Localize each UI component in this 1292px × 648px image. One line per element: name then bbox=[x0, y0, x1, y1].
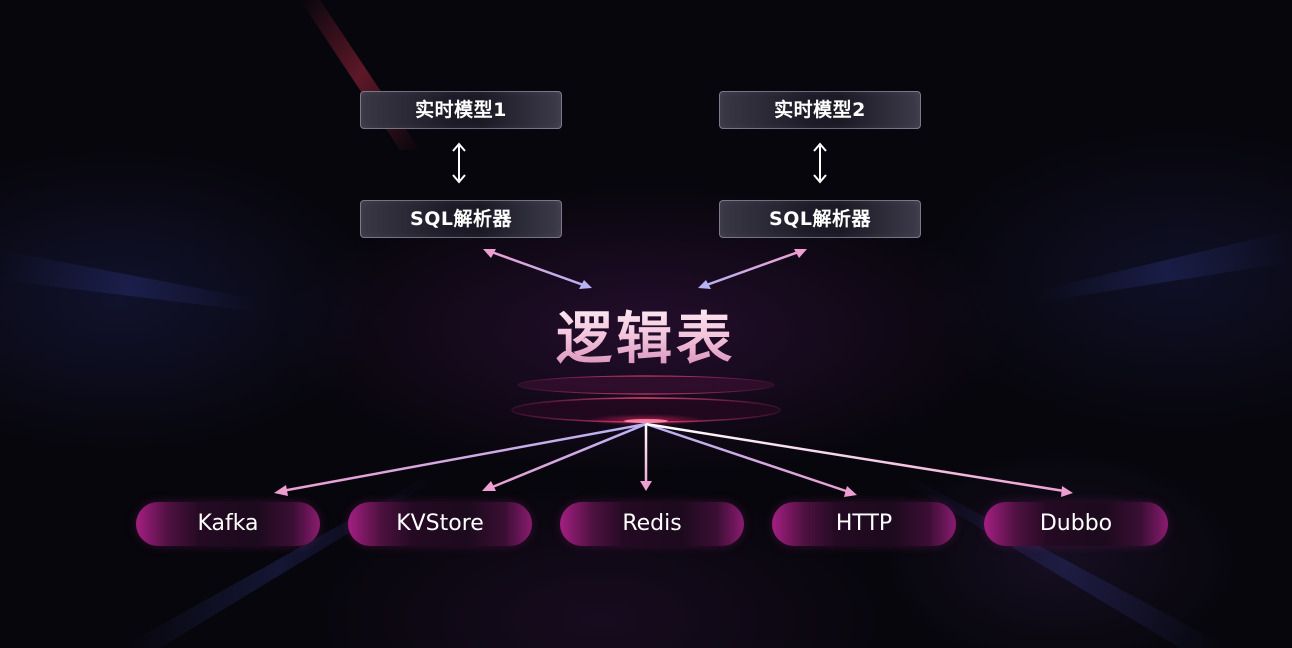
arrow-to-dubbo bbox=[645, 422, 1073, 497]
streak-blue-left bbox=[0, 250, 260, 312]
parser-left-to-table-arrow bbox=[483, 248, 592, 289]
platform-core bbox=[624, 419, 668, 423]
target-http: HTTP bbox=[772, 502, 956, 546]
realtime-model-1-box: 实时模型1 bbox=[360, 91, 562, 129]
double-arrow-left bbox=[452, 142, 466, 184]
sql-parser-1-box: SQL解析器 bbox=[360, 200, 562, 238]
target-redis: Redis bbox=[560, 502, 744, 546]
parser-right-to-table-arrow bbox=[698, 248, 807, 289]
logical-table-title: 逻辑表 bbox=[446, 300, 846, 380]
arrow-to-redis bbox=[640, 424, 652, 491]
target-dubbo: Dubbo bbox=[984, 502, 1168, 546]
target-kafka: Kafka bbox=[136, 502, 320, 546]
sql-parser-2-box: SQL解析器 bbox=[719, 200, 921, 238]
double-arrow-right bbox=[813, 142, 827, 184]
streak-blue-bottom-right bbox=[900, 480, 1230, 648]
arrow-to-kvstore bbox=[482, 422, 647, 491]
platform-top-ring bbox=[517, 375, 775, 395]
arrow-to-http bbox=[645, 422, 857, 497]
target-kvstore: KVStore bbox=[348, 502, 532, 546]
realtime-model-2-box: 实时模型2 bbox=[719, 91, 921, 129]
arrow-to-kafka bbox=[274, 422, 647, 496]
streak-blue-right bbox=[1040, 230, 1292, 302]
